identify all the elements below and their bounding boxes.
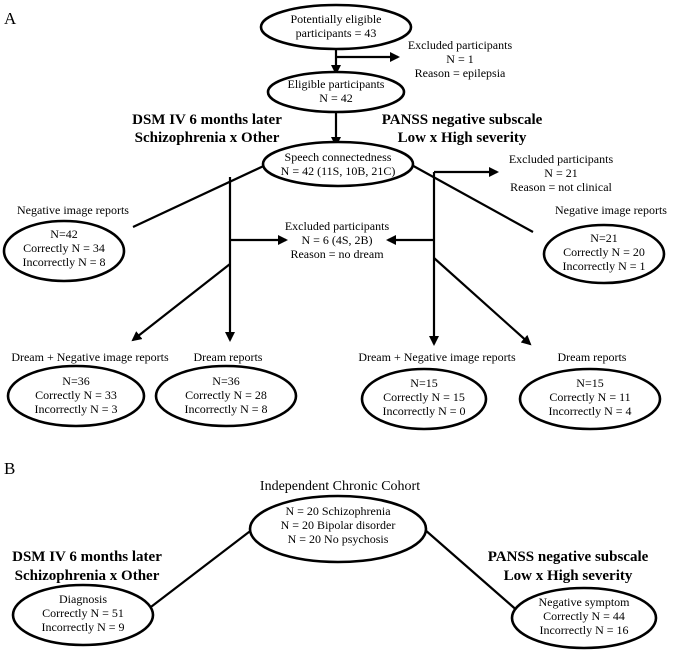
neg-right-incorrect: Incorrectly N = 1 — [562, 259, 645, 273]
excluded-epilepsia: Excluded participants N = 1 Reason = epi… — [408, 38, 513, 80]
line-cohort-to-diagnosis — [142, 521, 263, 614]
excluded-no-dream: Excluded participants N = 6 (4S, 2B) Rea… — [285, 219, 390, 261]
diagnosis-title: Diagnosis — [59, 592, 107, 606]
d-right-n: N=15 — [576, 376, 603, 390]
excluded2-title: Excluded participants — [509, 152, 614, 166]
neg-left-correct: Correctly N = 34 — [23, 241, 105, 255]
dream-right-node: Dream reports N=15 Correctly N = 11 Inco… — [518, 350, 662, 431]
panel-a-label: A — [4, 9, 17, 28]
b-right-heading-1: PANSS negative subscale — [488, 549, 649, 565]
excluded1-title: Excluded participants — [408, 38, 513, 52]
negative-symptom-node: Negative symptom Correctly N = 44 Incorr… — [510, 586, 658, 650]
dn-right-n: N=15 — [410, 376, 437, 390]
excluded1-n: N = 1 — [446, 52, 473, 66]
neg-left-label: Negative image reports — [17, 203, 129, 217]
b-left-heading-2: Schizophrenia x Other — [15, 568, 160, 584]
neg-image-right-node: Negative image reports N=21 Correctly N … — [542, 203, 667, 285]
arrow-left-to-dream-neg — [131, 263, 231, 342]
b-right-heading-2: Low x High severity — [504, 568, 633, 584]
negative-symptom-incorrect: Incorrectly N = 16 — [539, 623, 628, 637]
speech-line2: N = 42 (11S, 10B, 21C) — [281, 164, 396, 178]
excluded1-reason: Reason = epilepsia — [415, 66, 506, 80]
dn-left-correct: Correctly N = 33 — [35, 388, 117, 402]
dream-neg-right-node: Dream + Negative image reports N=15 Corr… — [358, 350, 516, 431]
a-right-heading-1: PANSS negative subscale — [382, 112, 543, 128]
a-left-heading-2: Schizophrenia x Other — [135, 130, 280, 146]
panel-b-connectors — [142, 521, 521, 614]
line-speech-to-neg-right — [407, 162, 534, 233]
d-left-n: N=36 — [212, 374, 239, 388]
negative-symptom-correct: Correctly N = 44 — [543, 609, 625, 623]
excluded2-reason: Reason = not clinical — [510, 180, 612, 194]
dn-left-n: N=36 — [62, 374, 89, 388]
cohort-line3: N = 20 No psychosis — [288, 532, 389, 546]
dream-left-node: Dream reports N=36 Correctly N = 28 Inco… — [154, 350, 298, 428]
potentially-eligible-node: Potentially eligible participants = 43 — [259, 3, 413, 51]
line-cohort-to-negative-symptom — [415, 521, 521, 614]
d-left-label: Dream reports — [194, 350, 263, 364]
eligible-line1: Eligible participants — [288, 77, 385, 91]
potential-line2: participants = 43 — [296, 26, 377, 40]
d-right-label: Dream reports — [558, 350, 627, 364]
a-right-heading-2: Low x High severity — [398, 130, 527, 146]
a-left-heading-1: DSM IV 6 months later — [132, 112, 282, 128]
arrow-right-to-dream — [433, 257, 532, 346]
cohort-title: Independent Chronic Cohort — [260, 479, 420, 494]
negative-symptom-title: Negative symptom — [539, 595, 631, 609]
neg-right-label: Negative image reports — [555, 203, 667, 217]
diagnosis-incorrect: Incorrectly N = 9 — [41, 620, 124, 634]
potential-line1: Potentially eligible — [291, 12, 382, 26]
eligible-line2: N = 42 — [319, 91, 352, 105]
dn-right-incorrect: Incorrectly N = 0 — [382, 404, 465, 418]
diagnosis-node: Diagnosis Correctly N = 51 Incorrectly N… — [11, 583, 155, 647]
excluded-not-clinical: Excluded participants N = 21 Reason = no… — [509, 152, 614, 194]
panel-a-connectors — [131, 45, 534, 346]
d-right-correct: Correctly N = 11 — [549, 390, 630, 404]
speech-line1: Speech connectedness — [285, 150, 392, 164]
d-left-correct: Correctly N = 28 — [185, 388, 267, 402]
cohort-line2: N = 20 Bipolar disorder — [281, 518, 396, 532]
excluded3-n: N = 6 (4S, 2B) — [301, 233, 372, 247]
dn-right-label: Dream + Negative image reports — [358, 350, 516, 364]
neg-image-left-node: Negative image reports N=42 Correctly N … — [2, 203, 129, 283]
panel-b-label: B — [4, 459, 15, 478]
excluded2-n: N = 21 — [544, 166, 577, 180]
excluded3-title: Excluded participants — [285, 219, 390, 233]
cohort-node: N = 20 Schizophrenia N = 20 Bipolar diso… — [248, 494, 428, 564]
dn-left-label: Dream + Negative image reports — [11, 350, 169, 364]
d-right-incorrect: Incorrectly N = 4 — [548, 404, 631, 418]
b-left-heading-1: DSM IV 6 months later — [12, 549, 162, 565]
d-left-incorrect: Incorrectly N = 8 — [184, 402, 267, 416]
dn-right-correct: Correctly N = 15 — [383, 390, 465, 404]
dn-left-incorrect: Incorrectly N = 3 — [34, 402, 117, 416]
neg-right-correct: Correctly N = 20 — [563, 245, 645, 259]
eligible-node: Eligible participants N = 42 — [266, 70, 406, 114]
line-speech-to-neg-left — [132, 162, 271, 228]
speech-connectedness-node: Speech connectedness N = 42 (11S, 10B, 2… — [261, 140, 415, 188]
dream-neg-left-node: Dream + Negative image reports N=36 Corr… — [6, 350, 169, 428]
excluded3-reason: Reason = no dream — [290, 247, 384, 261]
diagnosis-correct: Correctly N = 51 — [42, 606, 124, 620]
cohort-line1: N = 20 Schizophrenia — [285, 504, 391, 518]
neg-right-n: N=21 — [590, 231, 617, 245]
neg-left-incorrect: Incorrectly N = 8 — [22, 255, 105, 269]
neg-left-n: N=42 — [50, 227, 77, 241]
